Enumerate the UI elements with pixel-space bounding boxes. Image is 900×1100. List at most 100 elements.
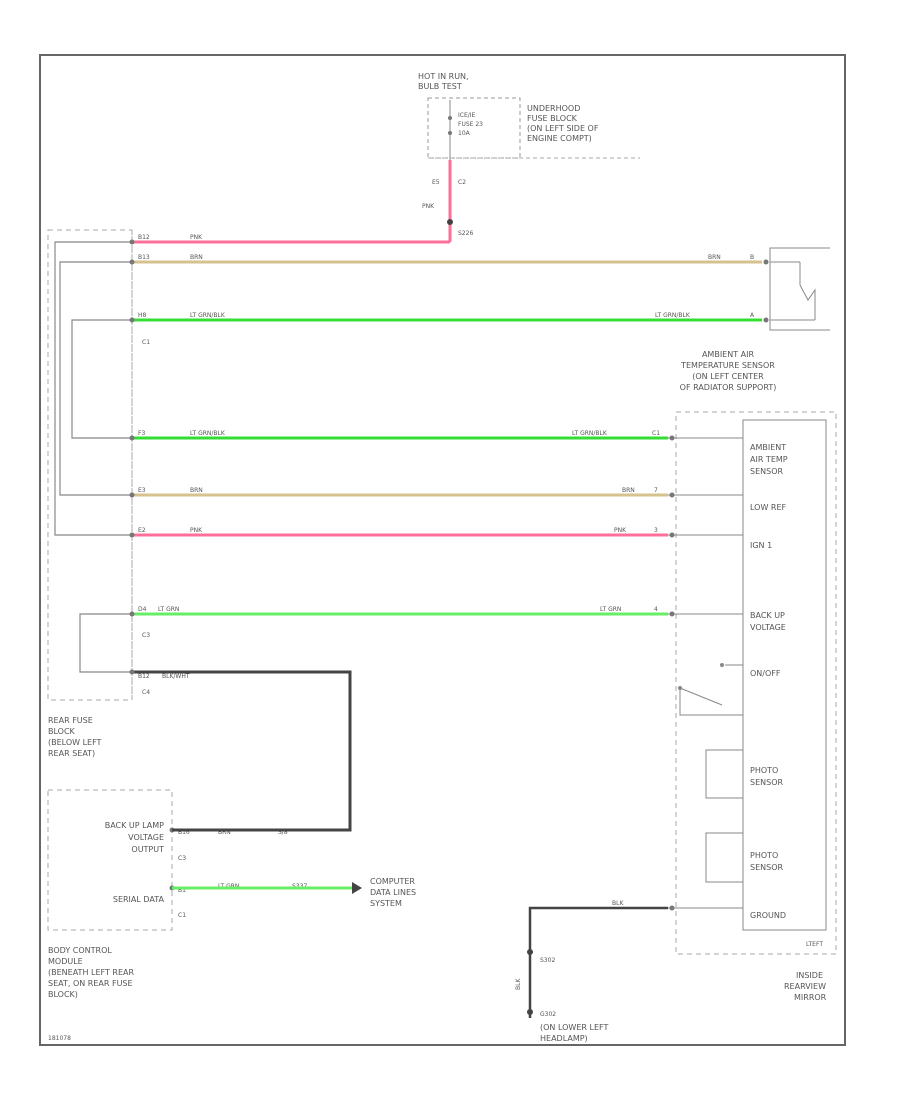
pin-label: B12 [138, 234, 150, 241]
splice-s302-label: S302 [540, 957, 555, 964]
svg-text:BODY CONTROL: BODY CONTROL [48, 946, 112, 955]
wire-color-label: PNK [190, 234, 203, 241]
wire-color-label-right: LT GRN/BLK [655, 312, 691, 319]
svg-text:SENSOR: SENSOR [750, 467, 783, 476]
right-pin-label: 7 [654, 487, 658, 494]
svg-text:C1: C1 [178, 912, 186, 919]
mirror-label: INSIDE REARVIEW MIRROR [784, 971, 827, 1002]
svg-text:BACK UP LAMP: BACK UP LAMP [105, 821, 164, 830]
mirror-terminal-ign1: IGN 1 [750, 541, 772, 550]
svg-text:ENGINE COMPT): ENGINE COMPT) [527, 134, 592, 143]
ground-g302-label: G302 (ON LOWER LEFT HEADLAMP) [540, 1011, 608, 1043]
wire-color-label: BRN [190, 487, 203, 494]
wire-color-label: PNK [190, 527, 203, 534]
figure-id: 181078 [48, 1035, 71, 1042]
svg-text:SERIAL DATA: SERIAL DATA [113, 895, 165, 904]
pin-dot [669, 905, 675, 911]
wire-color-label-right: LT GRN [600, 606, 621, 613]
underhood-fuse-block-label: UNDERHOOD FUSE BLOCK (ON LEFT SIDE OF EN… [527, 104, 599, 143]
svg-text:B1: B1 [178, 887, 186, 894]
wire-color-label-right: BRN [708, 254, 721, 261]
pin-dot [129, 317, 135, 323]
ambient-sensor-connector-bracket [769, 247, 830, 331]
svg-text:BLOCK: BLOCK [48, 727, 76, 736]
pin-dot [763, 317, 769, 323]
svg-text:10A: 10A [458, 130, 471, 137]
mirror-switch-pivot [678, 686, 682, 690]
ambient-sensor-element [799, 262, 816, 320]
svg-text:SENSOR: SENSOR [750, 863, 783, 872]
svg-text:(ON LOWER LEFT: (ON LOWER LEFT [540, 1023, 608, 1032]
diagram-frame [39, 54, 846, 1046]
mirror-outline [675, 411, 837, 955]
hot-in-run-label: HOT IN RUN, BULB TEST [418, 72, 469, 91]
wire-color-label: BRN [190, 254, 203, 261]
pin-dot [129, 492, 135, 498]
connector-c4-label: C4 [142, 689, 150, 696]
wire-color-label-right: LT GRN/BLK [572, 430, 608, 437]
row-5: E2 PNK PNK 3 [129, 527, 658, 538]
svg-text:SYSTEM: SYSTEM [370, 899, 402, 908]
svg-text:BACK UP: BACK UP [750, 611, 785, 620]
svg-text:(ON LEFT SIDE OF: (ON LEFT SIDE OF [527, 124, 599, 133]
bus-jumper-lower [79, 613, 132, 673]
svg-text:SENSOR: SENSOR [750, 778, 783, 787]
wire-color-label-right: PNK [614, 527, 627, 534]
splice-s226-dot [447, 219, 453, 225]
mirror-module-box [742, 419, 827, 931]
svg-text:B16: B16 [178, 829, 190, 836]
svg-text:FUSE 23: FUSE 23 [458, 121, 483, 128]
row-6: D4 LT GRN LT GRN 4 [129, 606, 658, 617]
svg-text:AIR TEMP: AIR TEMP [750, 455, 788, 464]
right-pin-label: A [750, 312, 755, 319]
mirror-terminal-ground: GROUND [750, 911, 786, 920]
wire-color-label: BLK/WHT [162, 673, 190, 680]
svg-text:BULB TEST: BULB TEST [418, 82, 462, 91]
svg-text:UNDERHOOD: UNDERHOOD [527, 104, 580, 113]
splice-s226-label: S226 [458, 230, 473, 237]
svg-text:BRN: BRN [218, 829, 231, 836]
pin-dot [669, 611, 675, 617]
bus-jumper-inner [71, 319, 132, 439]
mirror-terminal-low-ref: LOW REF [750, 503, 787, 512]
fuse-terminal [448, 116, 452, 120]
svg-text:G302: G302 [540, 1011, 556, 1018]
splice-s302-dot [527, 949, 533, 955]
svg-text:PHOTO: PHOTO [750, 851, 778, 860]
pin-dot [129, 435, 135, 441]
mirror-connector-label: LTEFT [806, 941, 823, 948]
ground-point-dot [527, 1009, 533, 1015]
rear-fuse-block-label: REAR FUSE BLOCK (BELOW LEFT REAR SEAT) [48, 716, 102, 758]
pin-dot [129, 611, 135, 617]
ground-wire [528, 906, 668, 1018]
bus-jumper-pnk [54, 241, 132, 536]
svg-text:PHOTO: PHOTO [750, 766, 778, 775]
ground-wire-color-label: BLK [612, 900, 624, 907]
pin-label: E2 [138, 527, 146, 534]
svg-text:VOLTAGE: VOLTAGE [750, 623, 786, 632]
svg-text:AMBIENT: AMBIENT [750, 443, 786, 452]
pin-dot [129, 532, 135, 538]
bcm-label: BODY CONTROL MODULE (BENEATH LEFT REAR S… [48, 946, 134, 999]
svg-text:SEAT, ON REAR FUSE: SEAT, ON REAR FUSE [48, 979, 133, 988]
svg-text:MODULE: MODULE [48, 957, 83, 966]
right-pin-label: C1 [652, 430, 660, 437]
right-pin-label: 3 [654, 527, 658, 534]
photo-sensor-2 [705, 832, 743, 883]
wire-color-label: LT GRN/BLK [190, 312, 226, 319]
right-pin-label: B [750, 254, 754, 261]
row-3: F3 LT GRN/BLK LT GRN/BLK C1 [129, 430, 660, 441]
mirror-terminal-ambient-sensor: AMBIENT AIR TEMP SENSOR [750, 443, 788, 476]
svg-text:ICE/IE: ICE/IE [458, 112, 476, 119]
pin-dot [763, 259, 769, 265]
svg-text:C3: C3 [178, 855, 186, 862]
mirror-switch-contact [720, 663, 724, 667]
wire-color-label: LT GRN [158, 606, 179, 613]
computer-data-lines-label: COMPUTER DATA LINES SYSTEM [370, 877, 416, 908]
svg-text:DATA LINES: DATA LINES [370, 888, 416, 897]
pin-label: E3 [138, 487, 146, 494]
svg-text:(ON LEFT CENTER: (ON LEFT CENTER [692, 372, 764, 381]
svg-text:OF RADIATOR SUPPORT): OF RADIATOR SUPPORT) [680, 383, 777, 392]
pin-dot [129, 669, 135, 675]
